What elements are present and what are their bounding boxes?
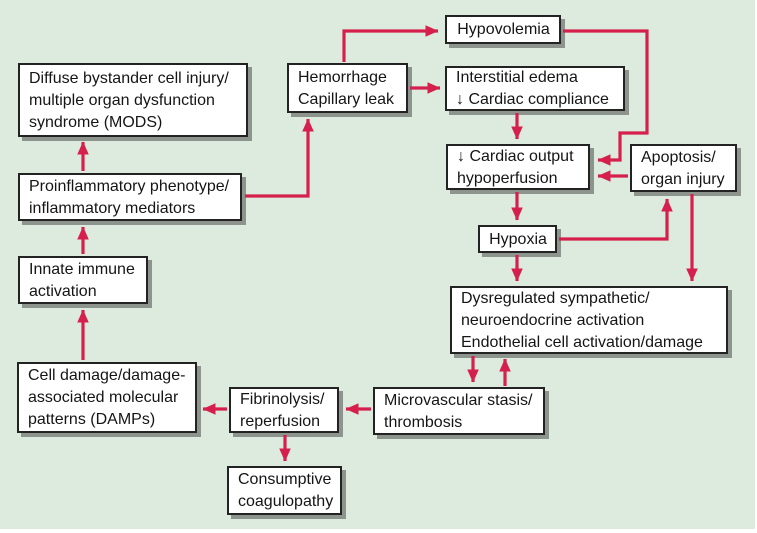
arrow-hypoxia-to-apoptosis: [559, 198, 673, 241]
node-text-line: Cell damage/damage-: [28, 367, 186, 384]
node-text-line: Hemorrhage: [298, 68, 387, 86]
node-text-line: Diffuse bystander cell injury/: [29, 69, 229, 87]
node-text-line: associated molecular: [28, 389, 179, 406]
node-text-line: Fibrinolysis/: [240, 390, 325, 408]
node-fibrinolysis-reperfusion: Fibrinolysis/reperfusion: [229, 387, 339, 433]
node-text-line: Hypovolemia: [457, 21, 550, 38]
node-text-line: organ injury: [641, 170, 725, 188]
node-cell-damage-damps: Cell damage/damage-associated molecular p…: [17, 362, 197, 433]
node-text-line: neuroendocrine activation: [461, 311, 645, 329]
node-text-line: patterns (DAMPs): [28, 411, 156, 428]
arrow-proinflammatory-to-hemorrhage: [245, 118, 314, 198]
node-text-line: thrombosis: [384, 413, 463, 431]
node-hypovolemia: Hypovolemia: [445, 15, 561, 44]
node-innate-immune: Innate immune activation: [18, 256, 148, 304]
node-text-line: Proinflammatory phenotype/: [29, 177, 230, 195]
node-text-line: reperfusion: [240, 412, 321, 430]
arrow-hemorrhage-to-hypovolemia: [342, 25, 439, 62]
node-text-line: ↓ Cardiac compliance: [456, 91, 609, 108]
node-hypoxia: Hypoxia: [478, 225, 557, 253]
node-proinflammatory: Proinflammatory phenotype/inflammatory m…: [18, 173, 242, 221]
node-microvascular-stasis: Microvascular stasis/thrombosis: [373, 387, 545, 435]
node-dysregulated-sympathetic: Dysregulated sympathetic/neuroendocrine …: [450, 286, 728, 354]
node-diffuse-bystander-mods: Diffuse bystander cell injury/multiple o…: [18, 63, 248, 137]
node-text-line: multiple organ dysfunction: [29, 91, 215, 109]
node-apoptosis-organ-injury: Apoptosis/organ injury: [630, 144, 737, 192]
node-text-line: ↓ Cardiac output: [457, 147, 574, 165]
node-cardiac-output-hypoperfusion: ↓ Cardiac output hypoperfusion: [446, 144, 590, 190]
node-text-line: coagulopathy: [238, 493, 334, 510]
node-interstitial-edema: Interstitial edema ↓ Cardiac compliance: [445, 66, 625, 111]
node-text-line: Hypoxia: [489, 230, 547, 248]
node-text-line: Microvascular stasis/: [384, 391, 533, 409]
node-text-line: Endothelial cell activation/damage: [461, 333, 703, 351]
node-text-line: Consumptive: [238, 471, 332, 488]
node-text-line: Capillary leak: [298, 90, 395, 108]
node-text-line: hypoperfusion: [457, 169, 558, 187]
node-consumptive-coagulopathy: Consumptive coagulopathy: [227, 466, 342, 515]
node-text-line: activation: [29, 282, 97, 300]
node-text-line: Dysregulated sympathetic/: [461, 289, 650, 307]
node-text-line: inflammatory mediators: [29, 199, 196, 217]
node-text-line: Apoptosis/: [641, 148, 716, 166]
node-text-line: Interstitial edema: [456, 69, 578, 86]
node-text-line: Innate immune: [29, 260, 135, 278]
node-text-line: syndrome (MODS): [29, 113, 163, 131]
